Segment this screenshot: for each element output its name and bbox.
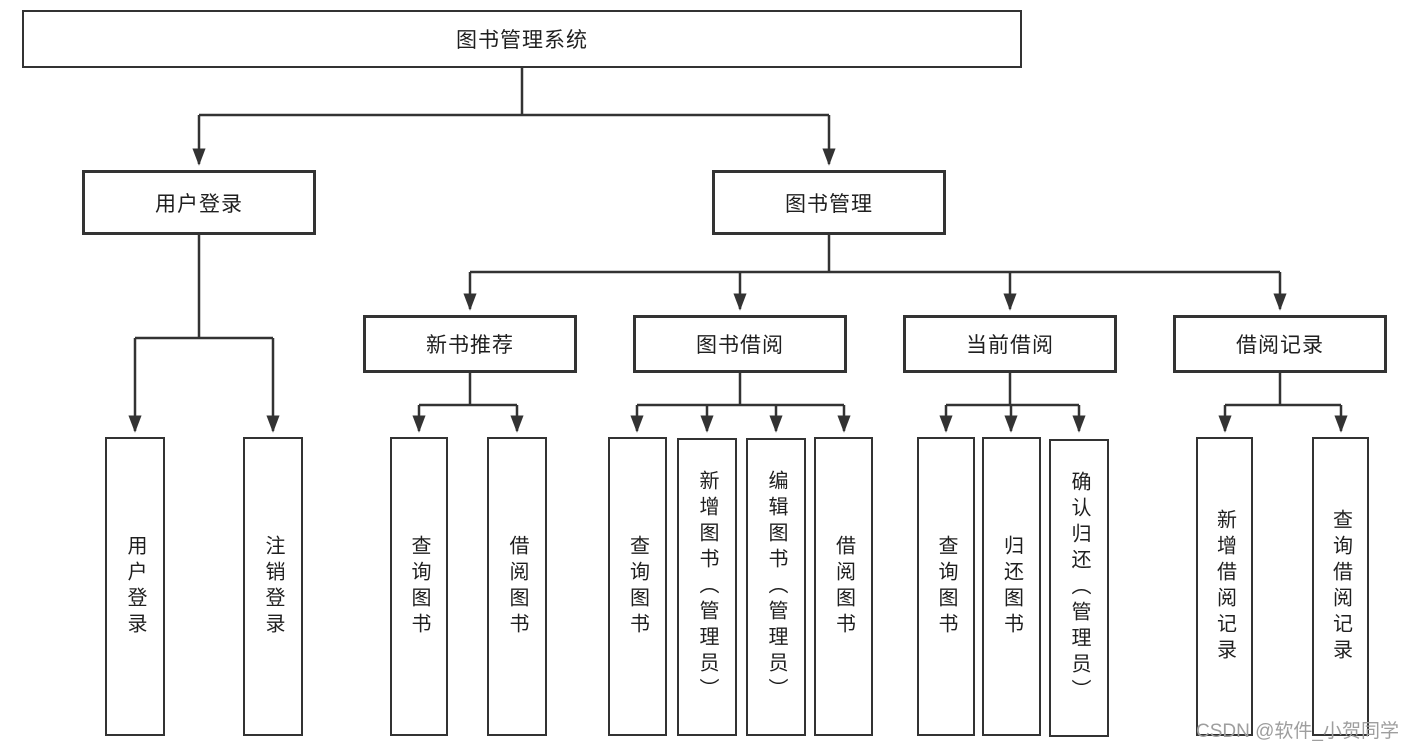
leaf-label: 确认归还（管理员）	[1068, 471, 1090, 705]
leaf-label: 新增图书（管理员）	[696, 470, 718, 704]
node-new-book-recommend: 新书推荐	[363, 315, 577, 373]
node-current-borrow: 当前借阅	[903, 315, 1117, 373]
node-book-borrow: 图书借阅	[633, 315, 847, 373]
leaf-label: 新增借阅记录	[1213, 508, 1236, 665]
leaf-borrow-add-books-admin: 新增图书（管理员）	[677, 438, 737, 736]
node-book-management: 图书管理	[712, 170, 946, 235]
leaf-logout: 注销登录	[243, 437, 303, 736]
leaf-borrow-query-books: 查询图书	[608, 437, 667, 736]
leaf-records-query-record: 查询借阅记录	[1312, 437, 1369, 736]
node-borrow-records: 借阅记录	[1173, 315, 1387, 373]
leaf-label: 注销登录	[262, 534, 284, 639]
leaf-label: 借阅图书	[506, 534, 528, 639]
leaf-label: 用户登录	[124, 534, 146, 639]
leaf-label: 查询图书	[408, 534, 430, 639]
leaf-label: 查询图书	[935, 534, 957, 639]
leaf-records-add-record: 新增借阅记录	[1196, 437, 1253, 736]
leaf-user-login: 用户登录	[105, 437, 165, 736]
node-user-login: 用户登录	[82, 170, 316, 235]
leaf-label: 查询借阅记录	[1329, 508, 1352, 665]
leaf-current-confirm-return-admin: 确认归还（管理员）	[1049, 439, 1109, 737]
leaf-label: 编辑图书（管理员）	[765, 470, 787, 704]
node-library-management-system: 图书管理系统	[22, 10, 1022, 68]
leaf-label: 借阅图书	[832, 534, 855, 639]
leaf-recommend-borrow-books: 借阅图书	[487, 437, 547, 736]
leaf-current-return-books: 归还图书	[982, 437, 1041, 736]
leaf-current-query-books: 查询图书	[917, 437, 975, 736]
leaf-borrow-borrow-books: 借阅图书	[814, 437, 873, 736]
leaf-label: 归还图书	[1000, 534, 1023, 639]
leaf-borrow-edit-books-admin: 编辑图书（管理员）	[746, 438, 806, 736]
leaf-label: 查询图书	[626, 534, 649, 639]
leaf-recommend-query-books: 查询图书	[390, 437, 448, 736]
